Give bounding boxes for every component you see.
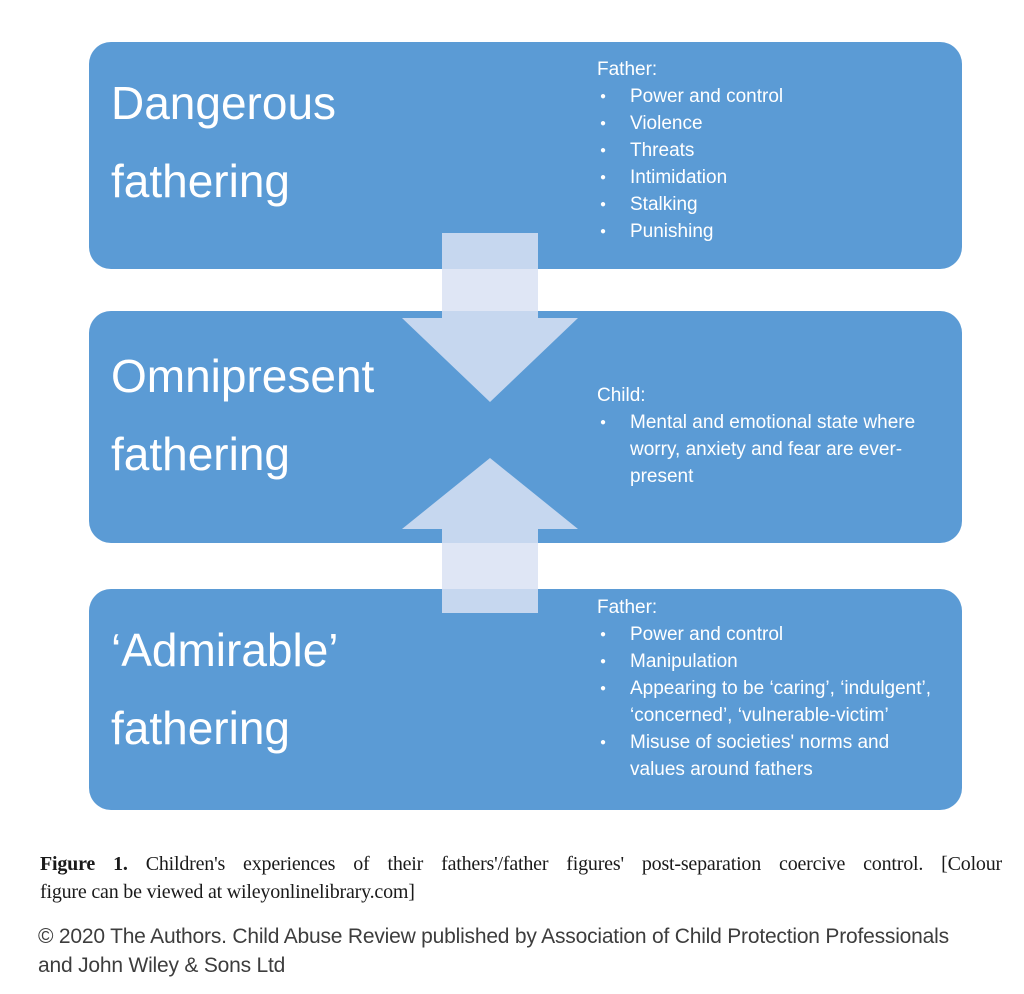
down-arrow: [402, 233, 578, 402]
list-item: Manipulation: [597, 648, 932, 675]
box-title-line: fathering: [111, 702, 291, 754]
bullet-list: Mental and emotional state where worry, …: [597, 409, 932, 490]
box-dangerous-fathering: Dangerous fathering Father: Power and co…: [89, 42, 962, 269]
list-item: Threats: [597, 137, 932, 164]
copyright-line: © 2020 The Authors. Child Abuse Review p…: [38, 925, 949, 948]
bullet-list: Power and control Violence Threats Intim…: [597, 83, 932, 245]
list-heading: Father:: [597, 59, 658, 80]
box-title-line: fathering: [111, 428, 291, 480]
figure-caption-line1: Figure 1. Children's experiences of thei…: [40, 850, 1002, 878]
list-item: Stalking: [597, 191, 932, 218]
list-item: Punishing: [597, 218, 932, 245]
copyright-line: and John Wiley & Sons Ltd: [38, 954, 286, 977]
figure-caption: Figure 1. Children's experiences of thei…: [40, 850, 1002, 906]
box-title: Omnipresent fathering: [111, 337, 374, 493]
down-arrow-shape: [402, 233, 578, 402]
box-list: Father: Power and control Violence Threa…: [597, 56, 932, 245]
figure-caption-label: Figure 1.: [40, 853, 128, 875]
box-title: Dangerous fathering: [111, 64, 336, 220]
box-title-line: fathering: [111, 155, 291, 207]
bullet-list: Power and control Manipulation Appearing…: [597, 621, 932, 783]
box-title: ‘Admirable’ fathering: [111, 611, 339, 767]
up-arrow: [402, 458, 578, 613]
list-item: Appearing to be ‘caring’, ‘indulgent’, ‘…: [597, 675, 932, 729]
copyright-notice: © 2020 The Authors. Child Abuse Review p…: [38, 922, 1022, 980]
list-heading: Child:: [597, 385, 646, 406]
list-heading: Father:: [597, 597, 658, 618]
list-item: Misuse of societies' norms and values ar…: [597, 729, 932, 783]
list-item: Violence: [597, 110, 932, 137]
figure-caption-line2: figure can be viewed at wileyonlinelibra…: [40, 881, 415, 903]
box-admirable-fathering: ‘Admirable’ fathering Father: Power and …: [89, 589, 962, 810]
box-list: Child: Mental and emotional state where …: [597, 382, 932, 490]
list-item: Power and control: [597, 83, 932, 110]
up-arrow-shape: [402, 458, 578, 613]
list-item: Power and control: [597, 621, 932, 648]
box-title-line: Omnipresent: [111, 350, 375, 402]
list-item: Intimidation: [597, 164, 932, 191]
box-title-line: ‘Admirable’: [111, 624, 339, 676]
box-title-line: Dangerous: [111, 77, 337, 129]
list-item: Mental and emotional state where worry, …: [597, 409, 932, 490]
box-list: Father: Power and control Manipulation A…: [597, 594, 932, 783]
figure-caption-text: Children's experiences of their fathers'…: [145, 853, 1003, 875]
